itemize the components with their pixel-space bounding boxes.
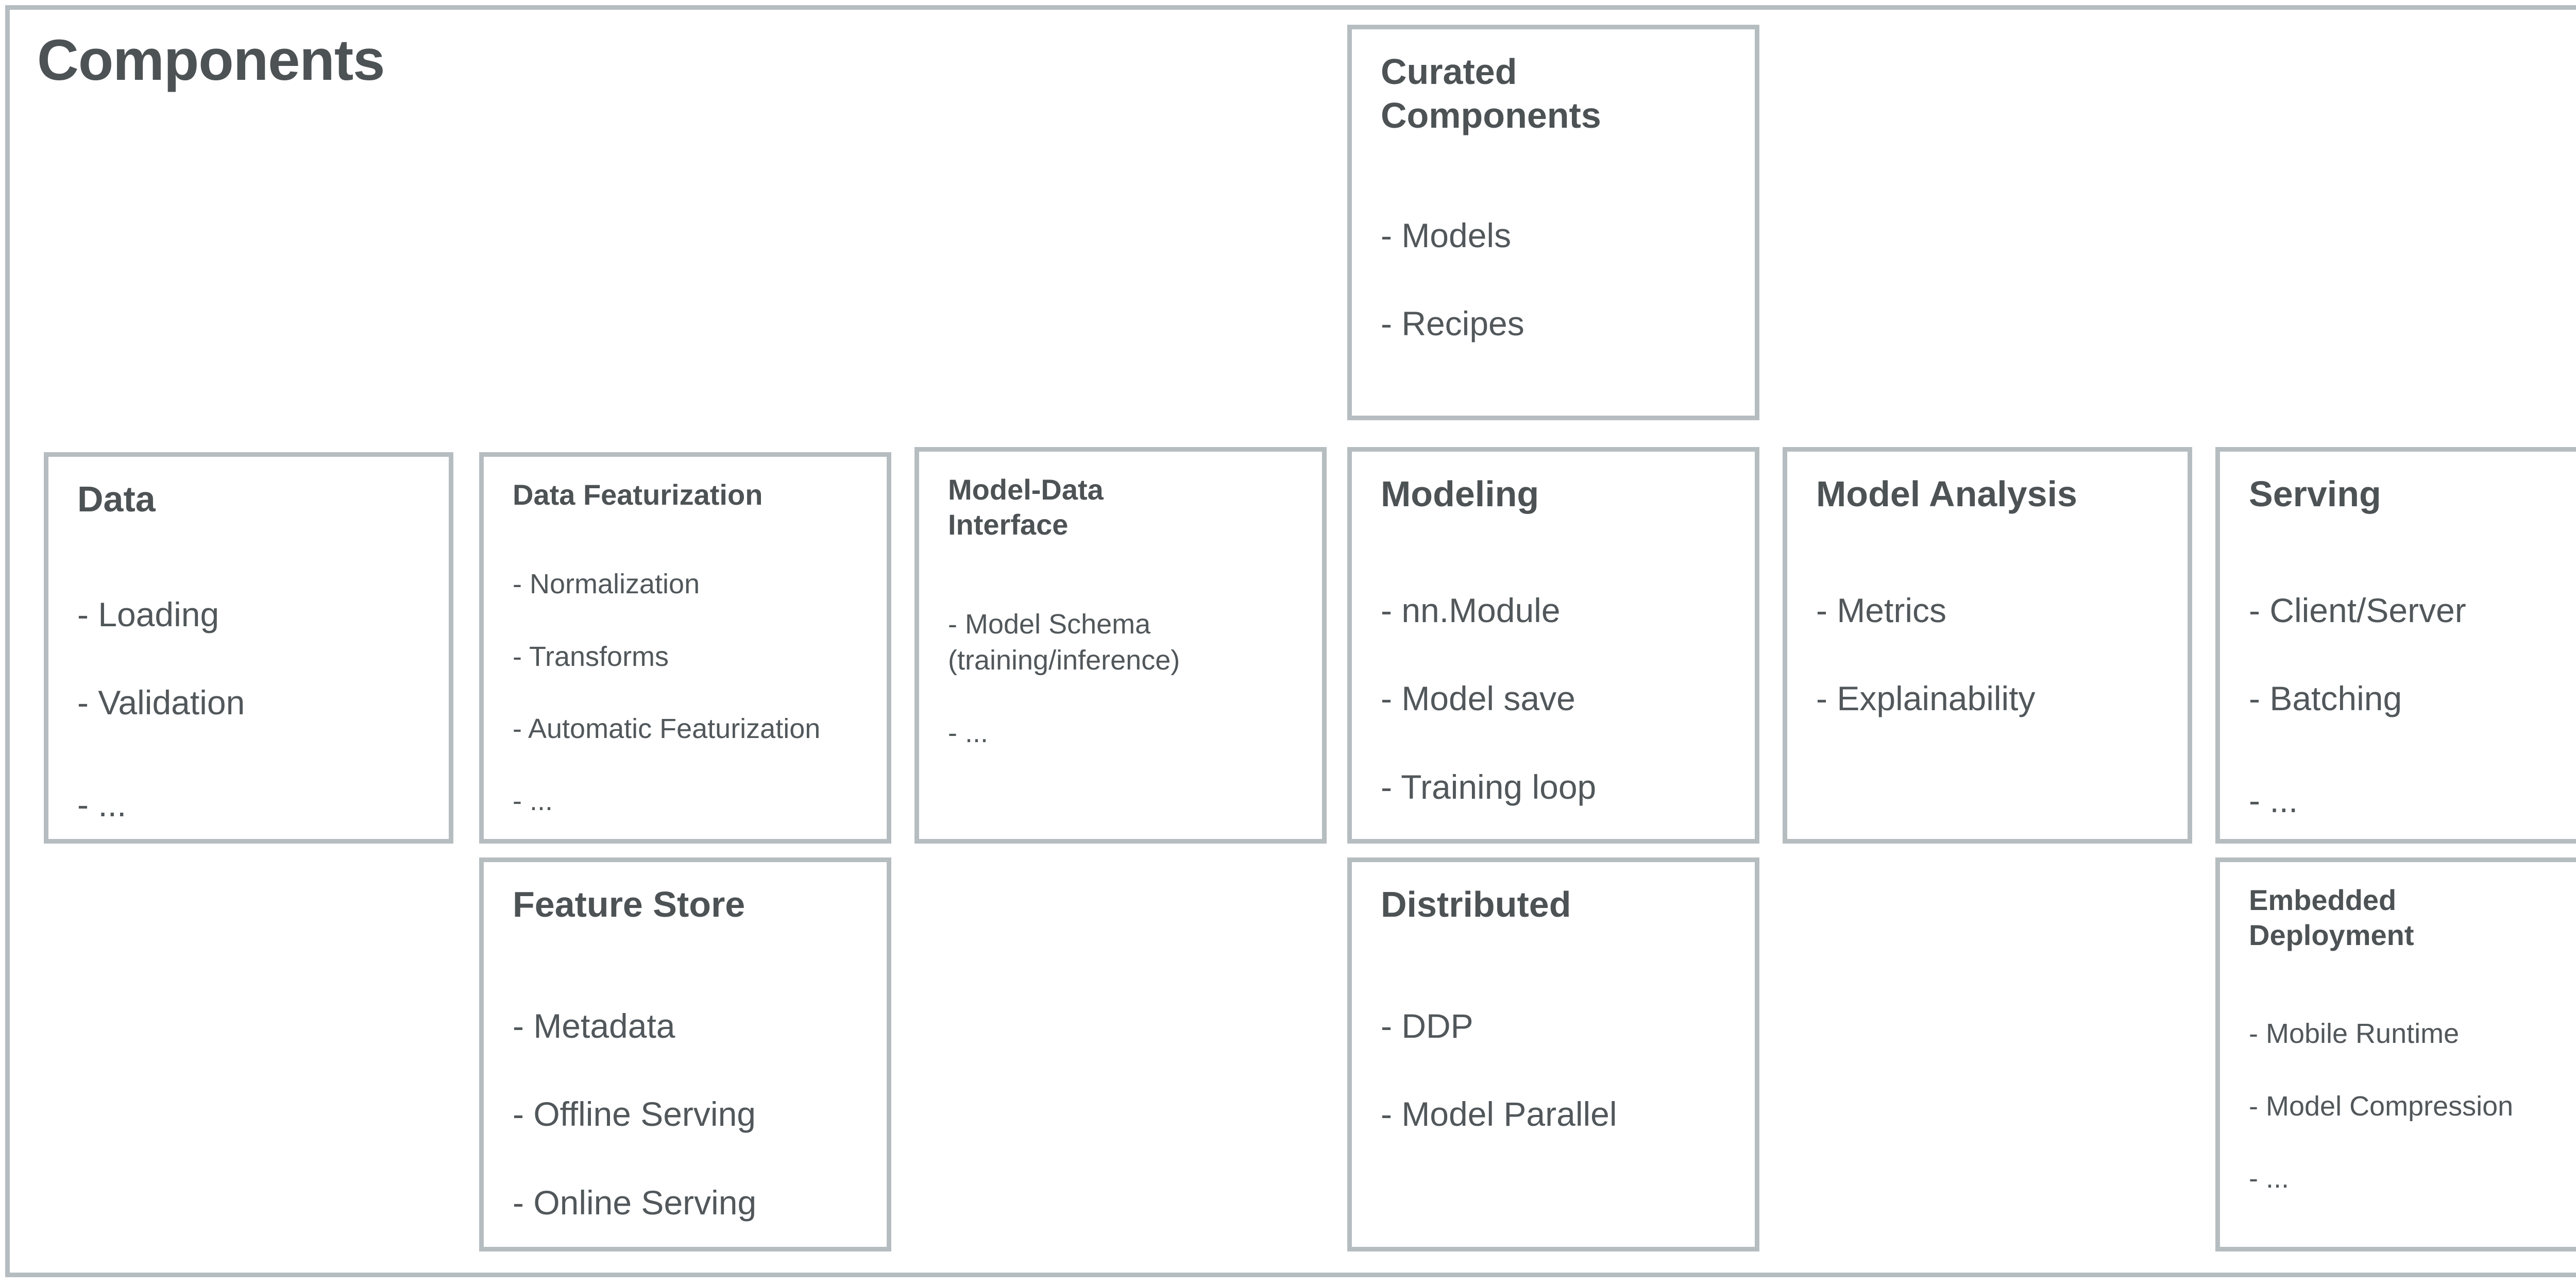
- card-list-model-analysis: - Metrics - Explainability: [1816, 544, 2036, 765]
- card-data[interactable]: Data - Loading - Validation - ...: [44, 452, 453, 844]
- card-list-data-featurization: - Normalization - Transforms - Automatic…: [513, 530, 868, 855]
- card-title-model-data-interface: Model-Data Interface: [948, 473, 1104, 541]
- list-item: - Models: [1381, 216, 1512, 254]
- list-item: - nn.Module: [1381, 591, 1561, 629]
- list-item: - ...: [2249, 781, 2298, 819]
- card-title-embedded-deployment: Embedded Deployment: [2249, 884, 2414, 952]
- list-item: - Automatic Featurization: [513, 713, 821, 744]
- list-item: - Client/Server: [2249, 591, 2466, 629]
- list-item: - Transforms: [513, 641, 669, 672]
- list-item: - Metadata: [513, 1006, 675, 1045]
- list-item: - Validation: [77, 683, 245, 722]
- card-list-embedded-deployment: - Mobile Runtime - Model Compression - .…: [2249, 980, 2576, 1232]
- card-data-featurization[interactable]: Data Featurization - Normalization - Tra…: [479, 452, 891, 844]
- list-item: - Explainability: [1816, 679, 2036, 718]
- card-title-distributed: Distributed: [1381, 884, 1571, 924]
- card-title-data-featurization: Data Featurization: [513, 478, 763, 511]
- list-item: - Training loop: [1381, 767, 1597, 806]
- card-title-curated-components: Curated Components: [1381, 52, 1601, 136]
- card-model-analysis[interactable]: Model Analysis - Metrics - Explainabilit…: [1783, 447, 2192, 844]
- list-item: - Mobile Runtime: [2249, 1018, 2460, 1050]
- card-list-model-data-interface: - Model Schema (training/inference) - ..…: [948, 570, 1303, 787]
- card-list-data: - Loading - Validation - ...: [77, 548, 245, 871]
- list-item: - ...: [2249, 1162, 2289, 1194]
- card-list-feature-store: - Metadata - Offline Serving - Online Se…: [513, 960, 756, 1269]
- card-feature-store[interactable]: Feature Store - Metadata - Offline Servi…: [479, 857, 891, 1251]
- list-item: - ...: [77, 785, 127, 823]
- list-item: - Model Parallel: [1381, 1095, 1617, 1134]
- card-title-data: Data: [77, 479, 156, 519]
- card-title-model-analysis: Model Analysis: [1816, 474, 2077, 514]
- list-item: - Loading: [77, 595, 219, 633]
- list-item: - Normalization: [513, 569, 700, 600]
- card-embedded-deployment[interactable]: Embedded Deployment - Mobile Runtime - M…: [2215, 857, 2576, 1251]
- card-curated-components[interactable]: Curated Components - Models - Recipes: [1347, 25, 1759, 420]
- list-item: - Model Schema (training/inference): [948, 609, 1180, 676]
- list-item: - ...: [513, 785, 553, 817]
- card-distributed[interactable]: Distributed - DDP - Model Parallel: [1347, 857, 1759, 1251]
- card-modeling[interactable]: Modeling - nn.Module - Model save - Trai…: [1347, 447, 1759, 844]
- card-title-serving: Serving: [2249, 474, 2381, 514]
- card-list-serving: - Client/Server - Batching - ...: [2249, 544, 2466, 867]
- page-title: Components: [37, 28, 385, 92]
- card-list-curated-components: - Models - Recipes: [1381, 169, 1524, 390]
- card-list-distributed: - DDP - Model Parallel: [1381, 960, 1617, 1181]
- list-item: - Batching: [2249, 679, 2402, 718]
- card-model-data-interface[interactable]: Model-Data Interface - Model Schema (tra…: [914, 447, 1327, 844]
- card-title-modeling: Modeling: [1381, 474, 1539, 514]
- card-serving[interactable]: Serving - Client/Server - Batching - ...: [2215, 447, 2576, 844]
- list-item: - Model save: [1381, 679, 1575, 718]
- list-item: - DDP: [1381, 1006, 1473, 1045]
- list-item: - Metrics: [1816, 591, 1946, 629]
- list-item: - Online Serving: [513, 1183, 757, 1222]
- card-title-feature-store: Feature Store: [513, 884, 745, 924]
- list-item: - ...: [948, 717, 988, 748]
- list-item: - Recipes: [1381, 304, 1524, 343]
- card-list-modeling: - nn.Module - Model save - Training loop: [1381, 544, 1596, 854]
- list-item: - Offline Serving: [513, 1095, 756, 1134]
- list-item: - Model Compression: [2249, 1090, 2514, 1122]
